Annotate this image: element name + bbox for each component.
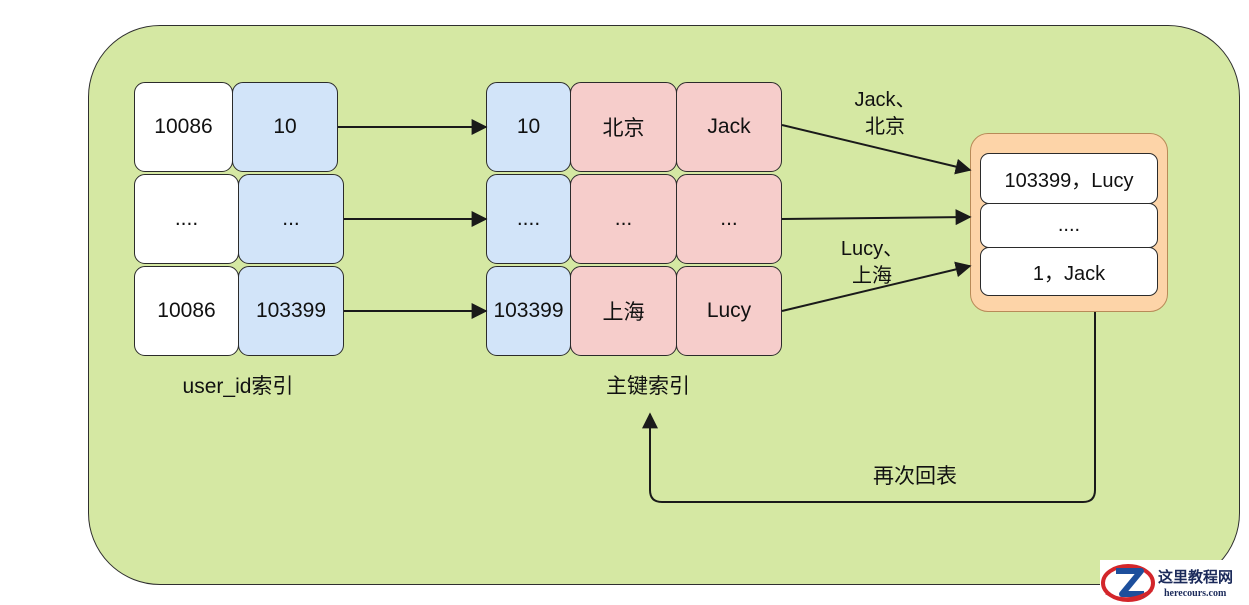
user-id-key-cell: .... xyxy=(134,174,239,264)
user-id-pk-cell: 10 xyxy=(232,82,338,172)
primary-city-cell: ... xyxy=(570,174,677,264)
jack-edge-label-line2: 北京 xyxy=(865,116,905,138)
result-row: 1，Jack xyxy=(980,247,1158,296)
loop-back-label: 再次回表 xyxy=(873,465,957,488)
site-logo-icon xyxy=(1101,564,1155,602)
user-id-index-label: user_id索引 xyxy=(182,375,294,398)
jack-edge-label-line1: Jack、 xyxy=(854,89,916,111)
site-watermark: 这里教程网 herecours.com xyxy=(1100,560,1249,605)
primary-city-cell: 北京 xyxy=(570,82,677,172)
primary-name-cell: Jack xyxy=(676,82,782,172)
primary-name-cell: ... xyxy=(676,174,782,264)
primary-pk-cell: 10 xyxy=(486,82,571,172)
user-id-key-cell: 10086 xyxy=(134,82,233,172)
lucy-edge-label: Lucy、 上海 xyxy=(841,236,903,290)
user-id-pk-cell: 103399 xyxy=(238,266,344,356)
primary-pk-cell: .... xyxy=(486,174,571,264)
jack-edge-label: Jack、 北京 xyxy=(854,87,915,141)
primary-city-cell: 上海 xyxy=(570,266,677,356)
user-id-key-cell: 10086 xyxy=(134,266,239,356)
user-id-pk-cell: ... xyxy=(238,174,344,264)
watermark-site-name: 这里教程网 xyxy=(1158,568,1234,586)
primary-pk-cell: 103399 xyxy=(486,266,571,356)
primary-index-label: 主键索引 xyxy=(606,375,690,398)
primary-name-cell: Lucy xyxy=(676,266,782,356)
result-row: 103399，Lucy xyxy=(980,153,1158,204)
lucy-edge-label-line1: Lucy、 xyxy=(840,238,904,260)
result-set-box: 103399，Lucy .... 1，Jack xyxy=(970,133,1168,312)
watermark-site-url: herecours.com xyxy=(1164,588,1227,599)
result-row: .... xyxy=(980,203,1158,248)
lucy-edge-label-line2: 上海 xyxy=(852,265,892,287)
